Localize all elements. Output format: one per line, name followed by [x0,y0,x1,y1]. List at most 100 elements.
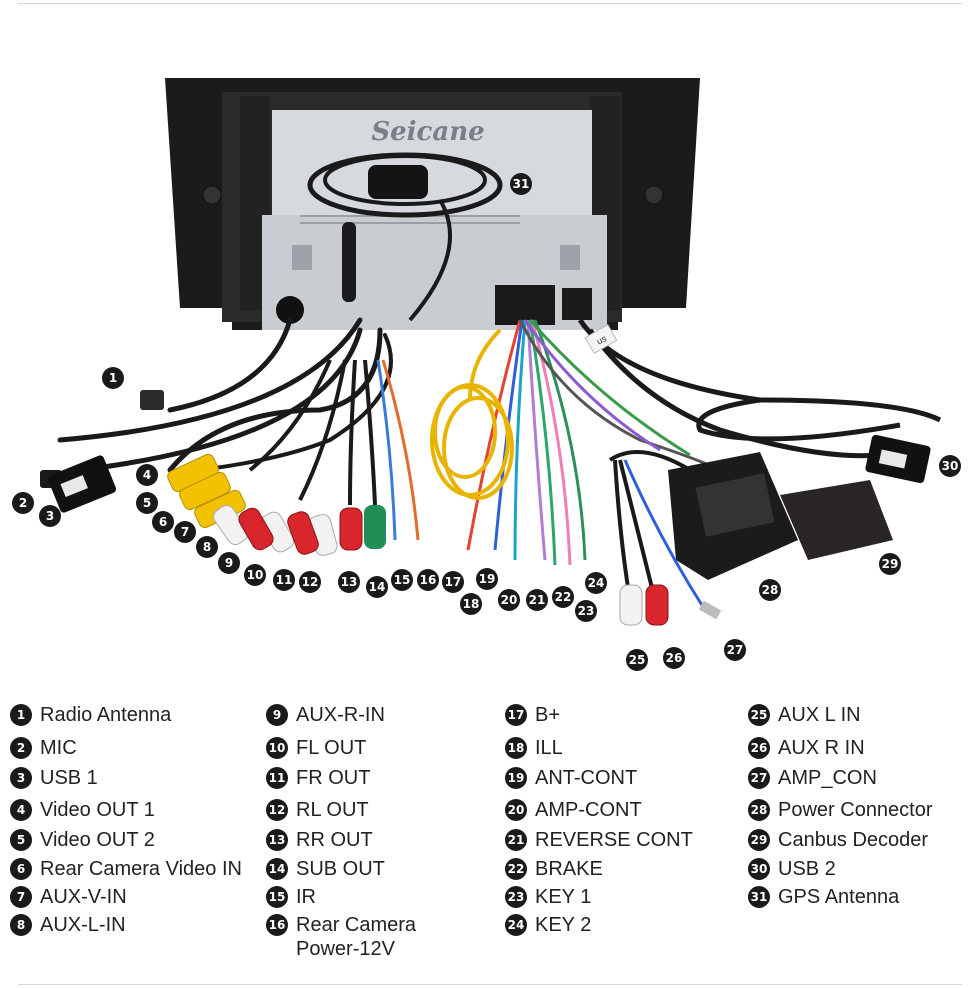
legend-item: 22 BRAKE [505,857,603,881]
legend-number-badge: 15 [266,886,288,908]
marker-14: 14 [366,576,388,598]
marker-number: 18 [463,597,480,611]
legend-number-badge: 24 [505,914,527,936]
marker-number: 26 [666,651,683,665]
legend-label: MIC [40,737,77,759]
marker-28: 28 [759,579,781,601]
legend-item: 23 KEY 1 [505,885,591,909]
legend-label: KEY 1 [535,886,592,908]
marker-circle [244,564,266,586]
marker-circle [498,589,520,611]
legend-label: AMP_CON [778,767,877,789]
marker-27: 27 [724,639,746,661]
legend-label: BRAKE [535,858,603,880]
legend-number-badge: 19 [505,767,527,789]
legend-number-badge: 11 [266,767,288,789]
legend-label: REVERSE CONT [535,829,693,851]
wifi-antenna-stub [342,222,356,302]
legend-number-badge: 4 [10,799,32,821]
metal-chassis-back [262,215,607,330]
marker-22: 22 [552,586,574,608]
legend-number-badge: 27 [748,767,770,789]
marker-19: 19 [476,568,498,590]
marker-12: 12 [299,571,321,593]
legend-label: Video OUT 2 [40,829,155,851]
marker-7: 7 [174,521,196,543]
marker-10: 10 [244,564,266,586]
marker-number: 21 [529,593,546,607]
wiring-diagram: Seicane [12,78,961,671]
aux-in-cluster [613,459,722,626]
legend-label: USB 1 [40,767,98,789]
marker-number: 23 [578,604,595,618]
marker-23: 23 [575,600,597,622]
head-unit: Seicane [165,78,700,330]
marker-number: 28 [762,583,779,597]
marker-number: 11 [276,573,293,587]
marker-24: 24 [585,572,607,594]
marker-circle [152,511,174,533]
marker-number: 14 [369,580,386,594]
marker-number: 27 [727,643,744,657]
legend-label: AUX R IN [778,737,865,759]
marker-circle [759,579,781,601]
marker-number: 24 [588,576,605,590]
legend-number-badge: 30 [748,858,770,880]
legend-number-badge: 16 [266,914,288,936]
legend-number-badge: 25 [748,704,770,726]
legend-number-badge: 6 [10,858,32,880]
marker-circle [338,571,360,593]
antenna-port [276,296,304,324]
legend-number-badge: 7 [10,886,32,908]
marker-number: 30 [942,459,959,473]
top-divider [18,3,962,4]
marker-21: 21 [526,589,548,611]
rca-cluster [167,359,420,556]
marker-number: 20 [501,593,518,607]
marker-20: 20 [498,589,520,611]
marker-circle [417,569,439,591]
marker-number: 22 [555,590,572,604]
marker-number: 3 [46,509,54,523]
legend-item: 30 USB 2 [748,857,836,881]
marker-18: 18 [460,593,482,615]
legend-label: SUB OUT [296,858,385,880]
legend-label: Rear Camera Power-12V [296,914,417,960]
marker-number: 1 [109,371,117,385]
brand-watermark: Seicane [371,117,484,147]
marker-31: 31 [510,173,532,195]
usb-cable-right [577,318,942,459]
legend-item: 27 AMP_CON [748,766,877,790]
legend-label: USB 2 [778,858,836,880]
marker-circle [39,505,61,527]
marker-circle [626,649,648,671]
marker-number: 29 [882,557,899,571]
legend-number-badge: 26 [748,737,770,759]
marker-circle [196,536,218,558]
legend-number-badge: 17 [505,704,527,726]
legend-number-badge: 23 [505,886,527,908]
marker-16: 16 [417,569,439,591]
marker-circle [12,492,34,514]
marker-circle [174,521,196,543]
legend-item: 26 AUX R IN [748,736,865,760]
legend-number-badge: 2 [10,737,32,759]
marker-circle [663,647,685,669]
marker-1: 1 [102,367,124,389]
marker-circle [585,572,607,594]
marker-circle [476,568,498,590]
legend-number-badge: 20 [505,799,527,821]
legend-number-badge: 9 [266,704,288,726]
legend-number-badge: 22 [505,858,527,880]
marker-number: 6 [159,515,167,529]
harness-wires [466,319,721,566]
